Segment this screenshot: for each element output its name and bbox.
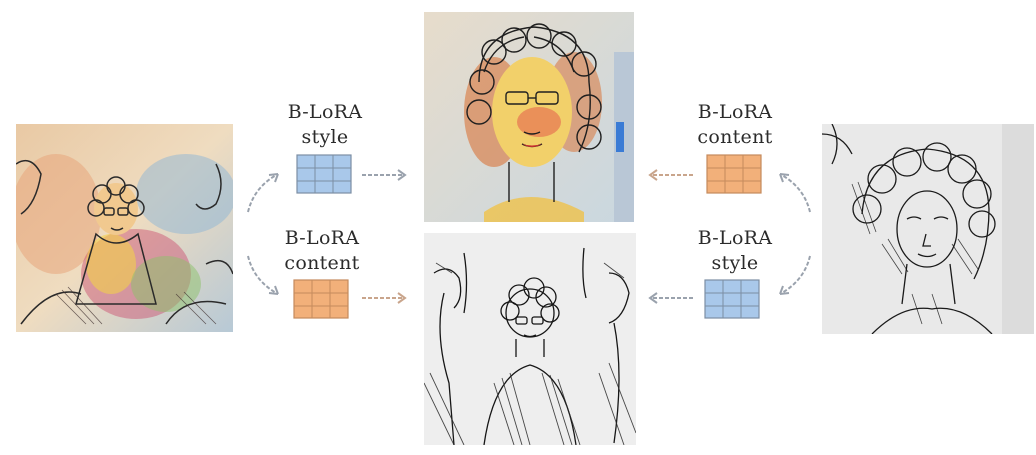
- watercolor-portrait-illustration: [16, 124, 233, 332]
- watercolor-style-portrait-illustration: [424, 12, 634, 222]
- right-style-matrix-icon: [704, 279, 760, 319]
- right-style-label-line1: B-LoRA: [697, 227, 773, 249]
- left-style-label-line2: style: [301, 126, 349, 148]
- arrow-content-to-bottom-output: [360, 291, 410, 305]
- left-content-label-line2: content: [284, 252, 360, 274]
- left-content-label-line1: B-LoRA: [284, 227, 360, 249]
- right-input-image: [822, 124, 1034, 334]
- ink-style-scene-illustration: [424, 233, 636, 445]
- left-input-image: [16, 124, 233, 332]
- arrow-right-input-to-content: [774, 170, 814, 215]
- arrow-left-input-to-style: [244, 170, 284, 215]
- arrow-right-style-to-bottom-output: [645, 291, 695, 305]
- left-style-matrix-icon: [296, 154, 352, 194]
- left-style-label-line1: B-LoRA: [287, 101, 363, 123]
- left-content-matrix-icon: [293, 279, 349, 319]
- arrow-right-content-to-top-output: [645, 168, 695, 182]
- right-content-matrix-icon: [706, 154, 762, 194]
- arrow-left-input-to-content: [244, 252, 284, 297]
- arrow-right-input-to-style: [774, 252, 814, 297]
- arrow-style-to-top-output: [360, 168, 410, 182]
- right-style-label-line2: style: [711, 252, 759, 274]
- right-content-label-line1: B-LoRA: [697, 101, 773, 123]
- ink-portrait-illustration: [822, 124, 1034, 334]
- top-output-image: [424, 12, 634, 222]
- left-style-label: B-LoRA style: [270, 100, 380, 150]
- right-style-label: B-LoRA style: [680, 226, 790, 276]
- left-content-label: B-LoRA content: [267, 226, 377, 276]
- right-content-label: B-LoRA content: [680, 100, 790, 150]
- right-content-label-line2: content: [697, 126, 773, 148]
- bottom-output-image: [424, 233, 636, 445]
